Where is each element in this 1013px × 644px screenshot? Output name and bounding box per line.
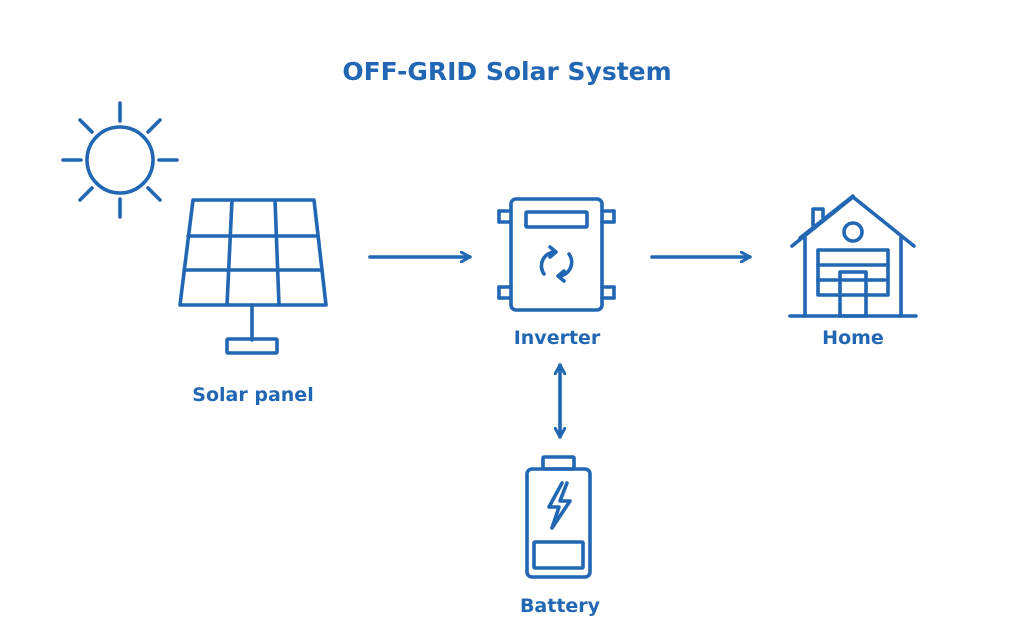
- node-label-battery: Battery: [519, 595, 601, 617]
- battery-icon: [525, 455, 592, 579]
- diagram-title: OFF-GRID Solar System: [342, 57, 672, 86]
- home-icon: [788, 194, 918, 318]
- node-label-solar-panel: Solar panel: [192, 384, 314, 406]
- sun-icon: [61, 101, 179, 219]
- node-label-inverter: Inverter: [513, 327, 601, 349]
- inverter-icon: [497, 197, 616, 312]
- node-label-home: Home: [822, 327, 884, 349]
- solar-panel-icon: [178, 198, 328, 355]
